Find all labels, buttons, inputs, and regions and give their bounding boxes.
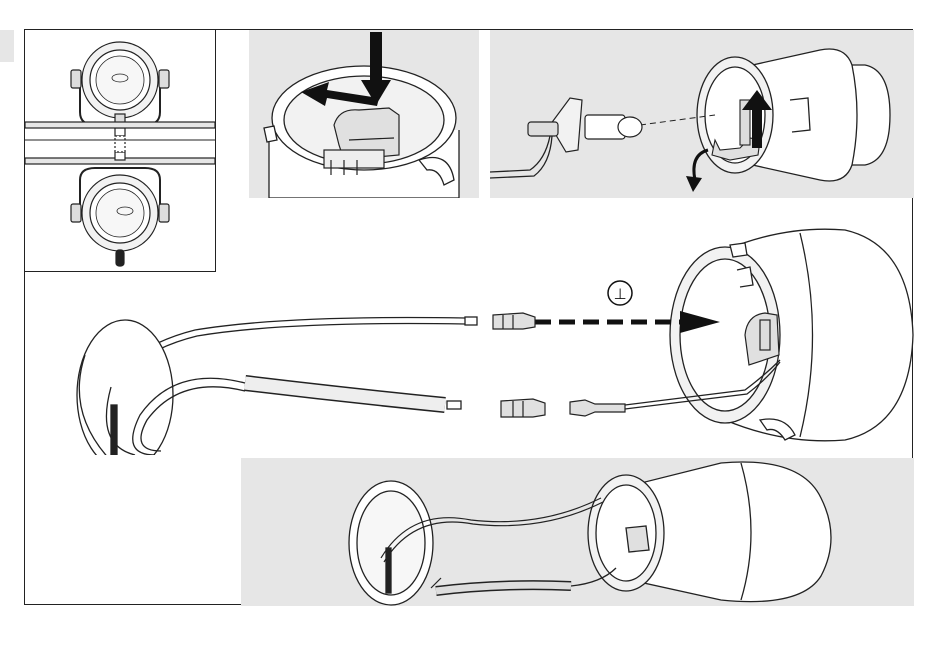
sheathed-cable <box>245 383 461 409</box>
ground-clip <box>745 313 779 365</box>
flat-connector-lamp <box>570 400 625 416</box>
connector-sleeve-joined <box>436 568 616 591</box>
flat-connector-ground <box>493 313 535 329</box>
assembled-wiring-panel <box>241 458 914 606</box>
flat-connector-positive <box>501 399 545 417</box>
reflector-disc-assembled <box>349 481 433 605</box>
lamp-body-side <box>697 49 890 181</box>
bulb-removal-panel <box>490 30 914 198</box>
rotate-arrow-icon <box>686 150 708 192</box>
lamp-housing-rear <box>670 229 913 441</box>
diagram-frame: ⊥ <box>24 29 913 605</box>
lamp-housing-assembled <box>588 462 831 602</box>
wiring-connection-svg: ⊥ <box>25 215 914 455</box>
svg-text:⊥: ⊥ <box>613 285 626 303</box>
halogen-bulb <box>490 98 642 178</box>
clip-release-panel <box>249 30 479 198</box>
ground-symbol-icon: ⊥ <box>608 281 632 305</box>
clip-release-svg <box>249 30 479 198</box>
assembled-wiring-svg <box>241 458 914 606</box>
wiring-connection-panel: ⊥ <box>25 215 914 455</box>
bulb-removal-svg <box>490 30 914 198</box>
mounting-rail-top <box>25 122 215 128</box>
cable-coil <box>77 320 245 455</box>
page-edge-tab <box>0 30 14 62</box>
